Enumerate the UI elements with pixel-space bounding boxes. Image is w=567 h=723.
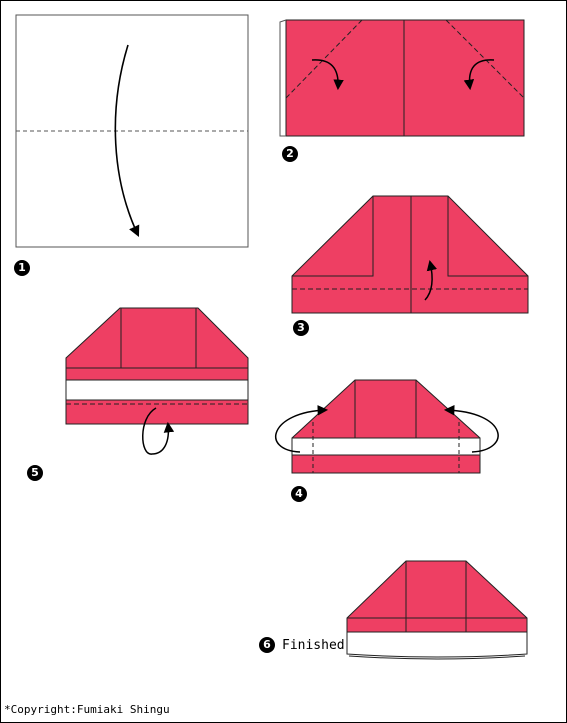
fold-arrow (463, 59, 495, 91)
fold-arrow (114, 44, 140, 238)
fold-arrow (424, 259, 438, 301)
fold-arrow (443, 405, 499, 453)
fold-arrow (142, 407, 175, 455)
step-4-figure (275, 379, 499, 474)
step-5-figure (65, 307, 249, 455)
fold-arrow (311, 59, 344, 91)
step-number-5: 5 (27, 465, 43, 481)
step-3-figure (291, 195, 529, 314)
step-number-4: 4 (291, 486, 307, 502)
copyright-text: *Copyright:Fumiaki Shingu (4, 703, 170, 716)
step-number-2: 2 (282, 146, 298, 162)
step-2-figure (279, 19, 525, 137)
finished-label: Finished (282, 638, 345, 653)
step-number-1: 1 (14, 260, 30, 276)
step-1-figure (15, 14, 249, 248)
step-number-6: 6 (259, 637, 275, 653)
fold-arrow (275, 405, 329, 453)
step-number-3: 3 (293, 320, 309, 336)
step-6-figure (346, 560, 528, 660)
